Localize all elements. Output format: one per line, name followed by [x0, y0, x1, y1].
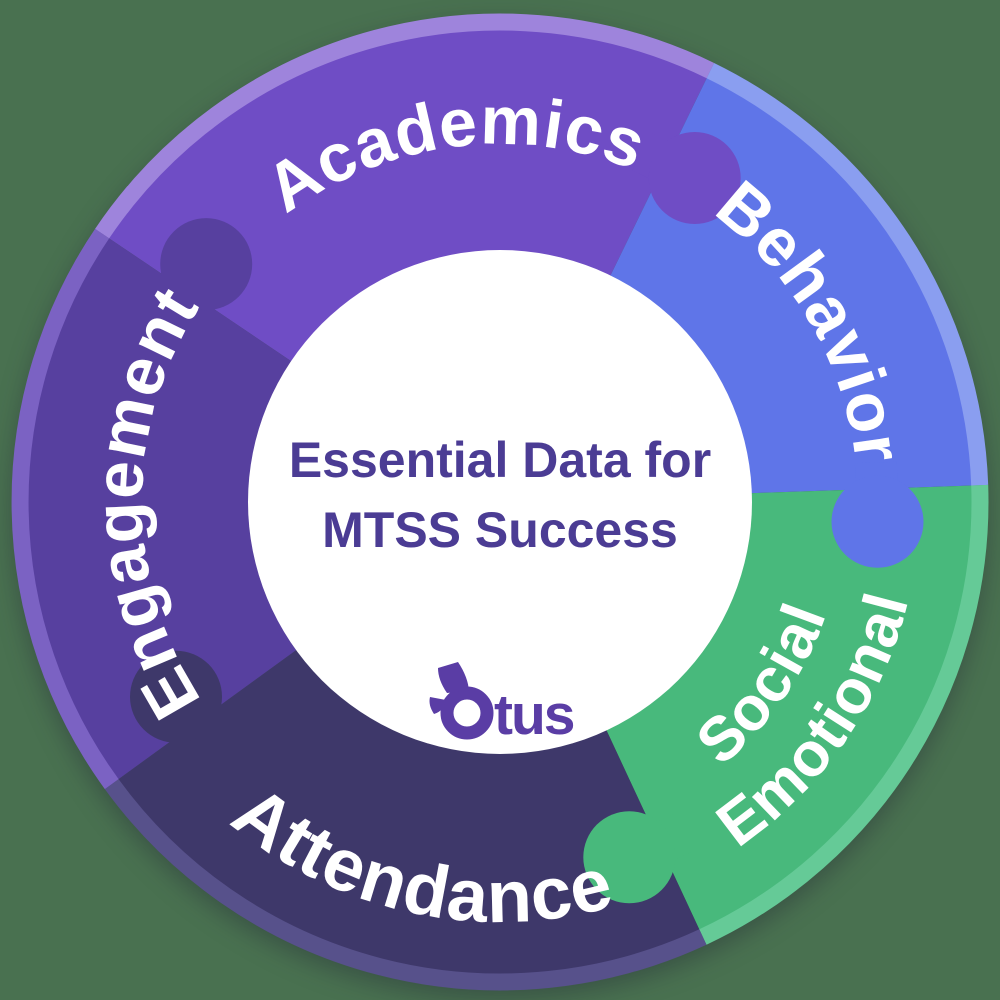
center-heading-line2: MTSS Success: [322, 502, 678, 558]
knob-academics-into-behavior: [632, 132, 741, 224]
knob-attendance-bulb: [130, 650, 222, 743]
knob-social-emotional-into-attendance: [583, 811, 693, 904]
knob-attendance-into-engagement: [130, 650, 228, 758]
segment-attendance: [106, 649, 706, 990]
otus-logo-ring-icon: [440, 686, 494, 740]
otus-logo-petal-large-icon: [438, 662, 469, 693]
knob-behavior-bulb: [831, 475, 924, 568]
segment-behavior-rim: [706, 62, 989, 486]
segment-attendance-rim: [104, 779, 707, 991]
puzzle-ring: Engagement Academics Behavior Attendance…: [11, 13, 989, 991]
knob-engagement-into-academics: [155, 218, 253, 325]
segment-social-emotional: [605, 485, 987, 944]
otus-logo-wordmark: tus: [494, 683, 574, 747]
segment-social-emotional-rim: [699, 484, 989, 945]
knob-academics-bulb: [648, 132, 741, 224]
knob-behavior-into-social-emotional: [831, 461, 924, 568]
knob-engagement-bulb: [160, 218, 253, 311]
otus-logo-petal-small-icon: [429, 697, 446, 714]
knob-social-emotional-bulb: [583, 811, 676, 904]
otus-logo: tus: [429, 662, 576, 747]
center-heading-line1: Essential Data for: [289, 432, 711, 488]
segment-academics-rim: [95, 13, 715, 239]
center-circle: [248, 250, 752, 754]
segment-engagement-rim: [11, 228, 119, 790]
segment-engagement: [13, 229, 298, 789]
